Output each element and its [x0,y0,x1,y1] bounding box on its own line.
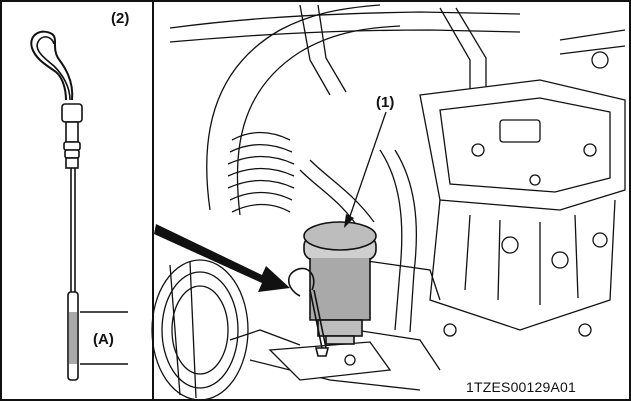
label-dipstick-view: (2) [111,10,130,27]
engine-illustration [151,4,626,401]
ribbed-hose [227,131,295,213]
oil-filler-cap [303,221,377,345]
dipstick-detail [30,30,128,381]
label-callout-part: (1) [376,94,395,111]
dipstick-cap [61,103,83,123]
label-range-marker: (A) [93,331,114,348]
oil-level-range-fill [69,312,77,364]
callout-leader-1 [347,111,387,223]
dipstick-handle-icon [30,30,74,101]
installed-dipstick [288,267,330,357]
pulley [151,259,249,401]
figure-code: 1TZES00129A01 [466,379,577,395]
pointer-arrow [154,224,290,292]
